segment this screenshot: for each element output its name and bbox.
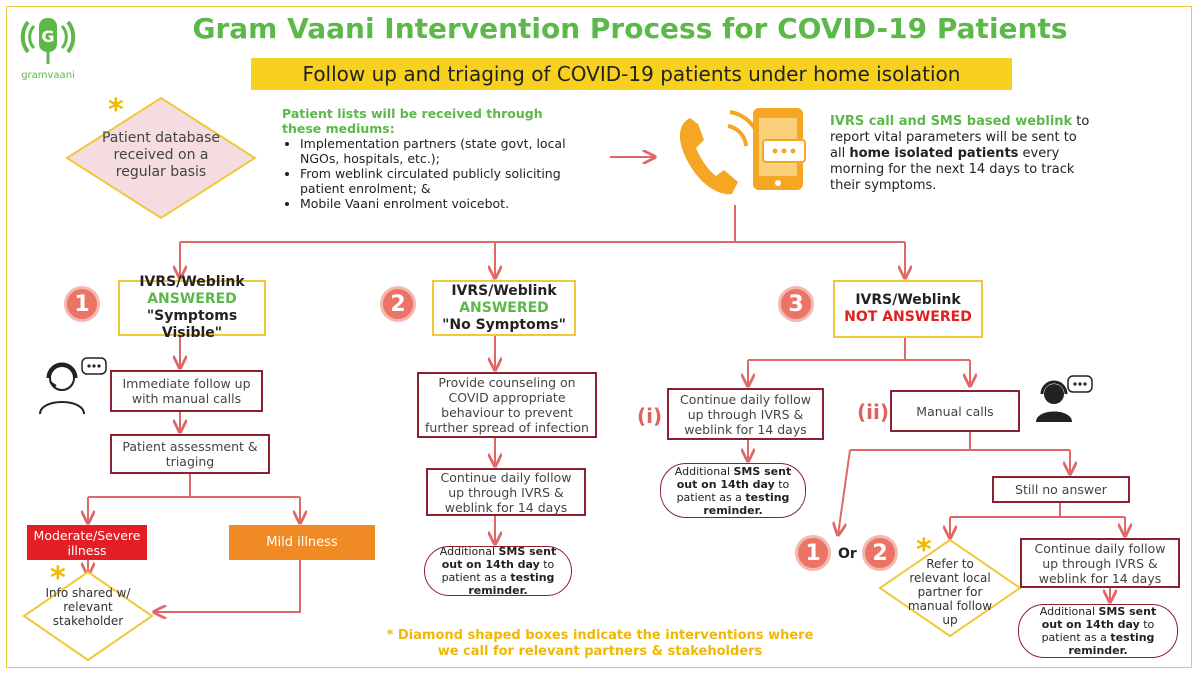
counseling-box: Provide counseling on COVID appropriate … bbox=[417, 372, 597, 438]
refer-star: * bbox=[916, 533, 932, 568]
refer-text: Refer to relevant local partner for manu… bbox=[907, 557, 993, 627]
page-subtitle: Follow up and triaging of COVID-19 patie… bbox=[251, 58, 1012, 90]
branch3-continue-box: Continue daily follow up through IVRS & … bbox=[667, 388, 824, 440]
medium-item: Implementation partners (state govt, loc… bbox=[300, 136, 582, 166]
mediums-list: Implementation partners (state govt, loc… bbox=[282, 136, 582, 211]
sms-mid: to patient as a bbox=[676, 477, 790, 504]
immediate-followup-box: Immediate follow up with manual calls bbox=[110, 370, 263, 412]
mediums-block: Patient lists will be received through t… bbox=[282, 106, 582, 211]
branch2-line1: IVRS/Weblink bbox=[451, 282, 557, 299]
assessment-box: Patient assessment & triaging bbox=[110, 434, 270, 474]
sms-mid: to patient as a bbox=[1041, 618, 1155, 644]
branch1-line3: "Symptoms Visible" bbox=[146, 308, 238, 341]
sms-bold: SMS sent out on 14th day bbox=[1041, 605, 1157, 631]
branch3-not-answered: NOT ANSWERED bbox=[844, 309, 972, 325]
logo-text: gramvaani bbox=[21, 70, 75, 81]
database-text: Patient database received on a regular b… bbox=[101, 130, 221, 180]
database-star: * bbox=[108, 93, 124, 128]
branch2-continue-box: Continue daily follow up through IVRS & … bbox=[426, 468, 586, 516]
branch3-number: 3 bbox=[778, 286, 814, 322]
branch2-line3: "No Symptoms" bbox=[442, 316, 566, 333]
ivrs-lead: IVRS call and SMS based weblink bbox=[830, 114, 1073, 129]
branch1-number: 1 bbox=[64, 286, 100, 322]
page-border bbox=[6, 6, 1192, 668]
logo-letter: G bbox=[41, 27, 54, 46]
mobile-chat-icon bbox=[745, 104, 815, 196]
branch1-answered: ANSWERED bbox=[147, 291, 237, 307]
branch3-status-box: IVRS/Weblink NOT ANSWERED bbox=[833, 280, 983, 338]
ivrs-mid: to report vital parameters will be sent … bbox=[830, 114, 1090, 161]
sms-pre: Additional bbox=[1039, 605, 1099, 618]
branch3-continue-ii-box: Continue daily follow up through IVRS & … bbox=[1020, 538, 1180, 588]
moderate-severe-box: Moderate/Severe illness bbox=[27, 525, 147, 560]
mediums-heading: Patient lists will be received through t… bbox=[282, 106, 543, 136]
branch2-answered: ANSWERED bbox=[459, 299, 549, 316]
info-star: * bbox=[50, 561, 66, 596]
branch3-sms-pill: Additional SMS sent out on 14th day to p… bbox=[660, 463, 806, 518]
call-agent-icon bbox=[1034, 374, 1094, 424]
branch3-sms-pill-2: Additional SMS sent out on 14th day to p… bbox=[1018, 604, 1178, 658]
sms-pre: Additional bbox=[674, 464, 734, 478]
ivrs-bold: home isolated patients bbox=[849, 146, 1019, 161]
footnote-line1: * Diamond shaped boxes indicate the inte… bbox=[386, 628, 814, 643]
gramvaani-logo-icon: G bbox=[20, 12, 76, 70]
still-no-answer-box: Still no answer bbox=[992, 476, 1130, 503]
branch2-sms-pill: Additional SMS sent out on 14th day to p… bbox=[424, 545, 572, 597]
refer-diamond bbox=[878, 538, 1022, 638]
branch1-status-box: IVRS/Weblink ANSWERED "Symptoms Visible" bbox=[118, 274, 266, 341]
info-diamond bbox=[22, 570, 154, 662]
sms-bold2: testing reminder. bbox=[1068, 631, 1155, 657]
branch2-number: 2 bbox=[380, 286, 416, 322]
medium-item: Mobile Vaani enrolment voicebot. bbox=[300, 196, 582, 211]
manual-calls-box: Manual calls bbox=[890, 390, 1020, 432]
branch2-status-box: IVRS/Weblink ANSWERED "No Symptoms" bbox=[432, 280, 576, 336]
mild-illness-box: Mild illness bbox=[229, 525, 375, 560]
branch3-label-ii: (ii) bbox=[857, 400, 889, 424]
option1-number: 1 bbox=[795, 535, 831, 571]
footnote: * Diamond shaped boxes indicate the inte… bbox=[380, 628, 820, 660]
ivrs-description: IVRS call and SMS based weblink to repor… bbox=[830, 114, 1095, 194]
sms-bold: SMS sent out on 14th day bbox=[676, 464, 792, 491]
medium-item: From weblink circulated publicly solicit… bbox=[300, 166, 582, 196]
sms-bold: SMS sent out on 14th day bbox=[441, 545, 557, 571]
footnote-line2: we call for relevant partners & stakehol… bbox=[437, 644, 763, 659]
page-title: Gram Vaani Intervention Process for COVI… bbox=[192, 12, 1068, 45]
call-agent-icon bbox=[34, 356, 108, 416]
branch3-line1: IVRS/Weblink bbox=[855, 292, 961, 308]
ivrs-tail: every morning for the next 14 days to tr… bbox=[830, 146, 1075, 193]
branch1-line1: IVRS/Weblink bbox=[139, 274, 245, 290]
info-text: Info shared w/ relevant stakeholder bbox=[45, 586, 131, 628]
sms-bold2: testing reminder. bbox=[468, 571, 555, 597]
sms-bold2: testing reminder. bbox=[703, 490, 790, 517]
branch3-label-i: (i) bbox=[637, 404, 663, 428]
sms-pre: Additional bbox=[439, 545, 499, 558]
database-diamond bbox=[65, 96, 257, 220]
sms-mid: to patient as a bbox=[441, 558, 555, 584]
option2-number: 2 bbox=[862, 535, 898, 571]
or-text: Or bbox=[838, 546, 857, 562]
